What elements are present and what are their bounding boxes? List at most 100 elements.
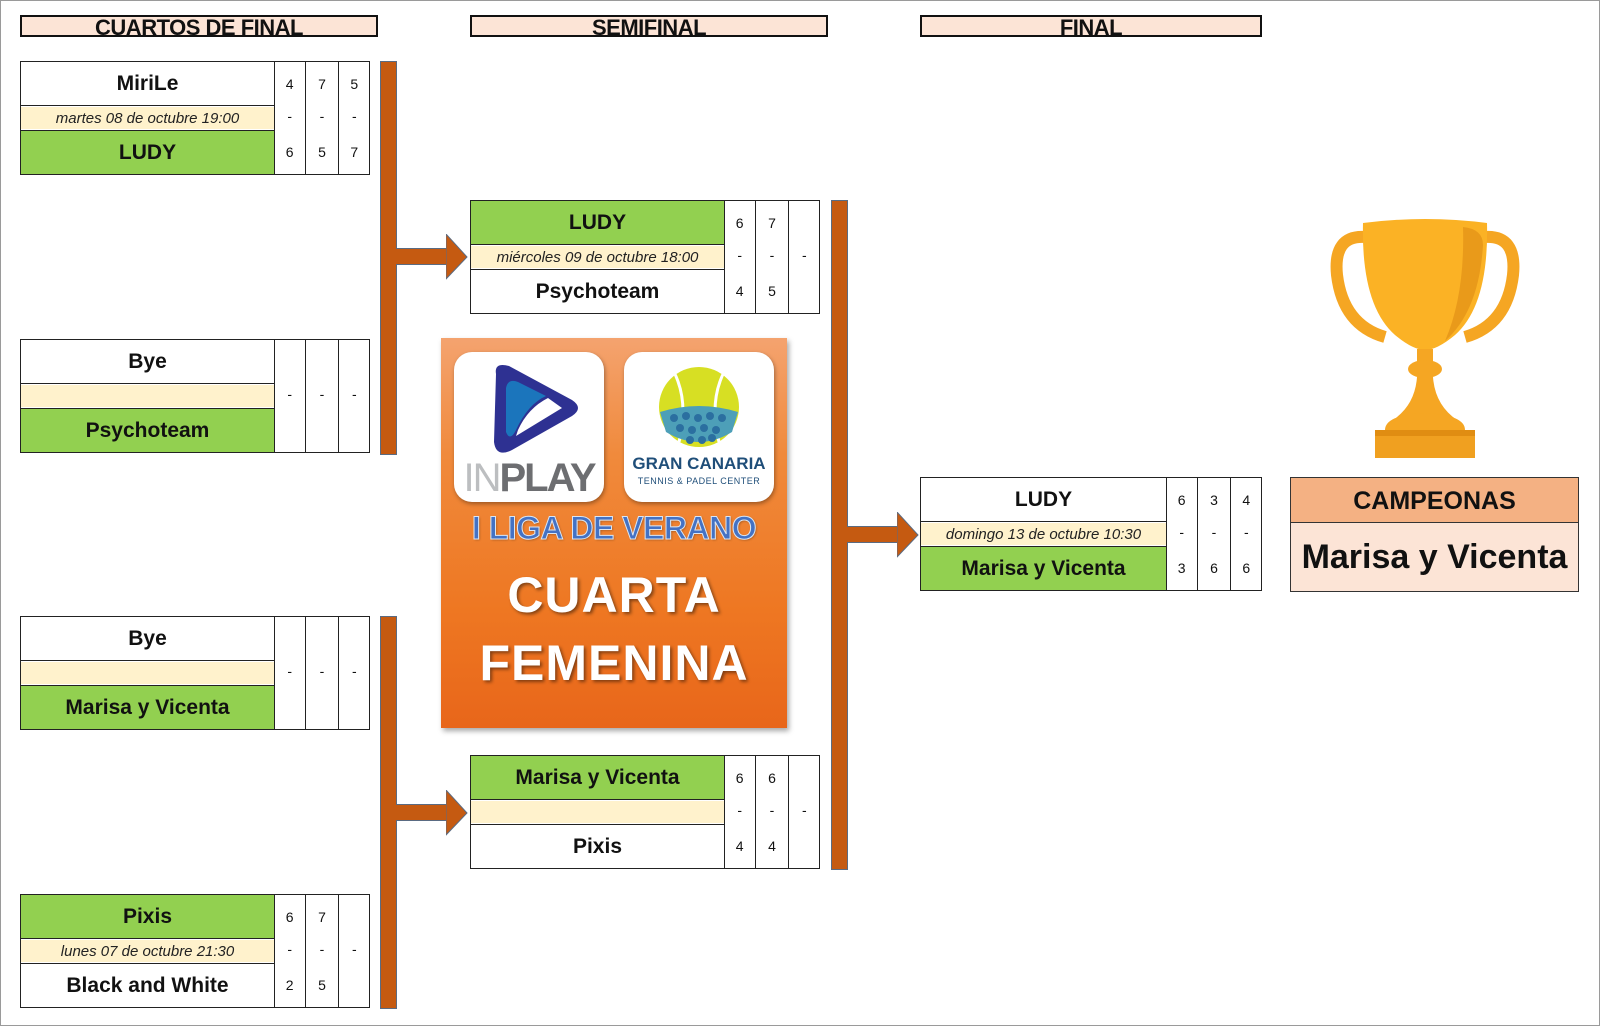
set-1: 6-3 — [1166, 478, 1199, 590]
score-top: 4 — [285, 76, 294, 92]
match-date — [21, 662, 274, 684]
score-top: 6 — [285, 909, 294, 925]
score-separator: - — [351, 941, 357, 957]
connector-bar-sf — [831, 200, 848, 870]
set-3: 4-6 — [1231, 478, 1262, 590]
score-separator: - — [1211, 524, 1217, 540]
match-date — [471, 801, 724, 823]
set-2: - — [306, 617, 339, 729]
score-top: 6 — [735, 215, 744, 231]
champion-label: CAMPEONAS — [1291, 478, 1578, 523]
set-3: - — [339, 340, 370, 452]
team-bottom: Pixis — [471, 824, 724, 868]
score-bottom: 4 — [768, 838, 776, 854]
score-separator: - — [769, 802, 775, 818]
set-2: 6 - 4 — [756, 756, 789, 868]
team-bottom: Psychoteam — [471, 269, 724, 313]
score-separator: - — [319, 386, 325, 402]
gran-canaria-subtitle: TENNIS & PADEL CENTER — [637, 476, 761, 486]
connector-bar-qf-bottom — [380, 616, 397, 1009]
match-date: domingo 13 de octubre 10:30 — [921, 523, 1166, 545]
inplay-wordmark: INPLAY — [463, 456, 596, 500]
score-bottom: 3 — [1177, 560, 1186, 576]
score-bottom: 2 — [285, 977, 294, 993]
match-date — [21, 385, 274, 407]
set-scores: --- — [274, 617, 370, 729]
league-logo-panel: INPLAY GRAN CANARIA TENNIS & PADEL CENTE… — [441, 338, 787, 728]
score-separator: - — [737, 802, 742, 818]
score-bottom: 6 — [1242, 560, 1251, 576]
score-bottom: 5 — [768, 283, 776, 299]
score-top: 6 — [1177, 492, 1186, 508]
round-header-quarterfinal: CUARTOS DE FINAL — [20, 15, 378, 37]
score-top: 5 — [350, 76, 359, 92]
team-bottom: LUDY — [21, 130, 274, 174]
connector-arm-qf-bottom — [396, 804, 448, 821]
set-3: - — [789, 201, 820, 313]
set-2: 7 - 5 — [756, 201, 789, 313]
set-scores: 6 - 4 7 - 5 - — [724, 201, 820, 313]
gran-canaria-name: GRAN CANARIA — [632, 454, 766, 473]
score-separator: - — [287, 108, 292, 124]
score-separator: - — [801, 247, 807, 263]
set-2: - — [306, 340, 339, 452]
champion-name: Marisa y Vicenta — [1301, 538, 1568, 576]
arrow-head-qf-bottom-icon — [446, 790, 468, 836]
score-top: 4 — [1242, 492, 1251, 508]
score-bottom: 6 — [1210, 560, 1218, 576]
team-top: LUDY — [921, 478, 1166, 522]
score-separator: - — [737, 247, 742, 263]
score-separator: - — [351, 386, 357, 402]
score-separator: - — [319, 108, 325, 124]
set-2: 3 - 6 — [1198, 478, 1231, 590]
set-3: - — [789, 756, 820, 868]
set-1: 6 - 4 — [724, 201, 757, 313]
round-header-semifinal: SEMIFINAL — [470, 15, 828, 37]
score-separator: - — [769, 247, 775, 263]
score-top: 7 — [768, 215, 776, 231]
team-bottom: Psychoteam — [21, 408, 274, 452]
team-bottom: Black and White — [21, 963, 274, 1007]
set-1: - — [274, 340, 307, 452]
tennis-ball-icon — [659, 367, 739, 447]
round-header-final: FINAL — [920, 15, 1262, 37]
set-1: 4-6 — [274, 62, 307, 174]
score-bottom: 4 — [735, 283, 744, 299]
score-top: 3 — [1210, 492, 1218, 508]
arrow-head-qf-top-icon — [446, 234, 468, 280]
match-date: martes 08 de octubre 19:00 — [21, 107, 274, 129]
score-separator: - — [287, 663, 292, 679]
score-top: 6 — [735, 770, 744, 786]
team-bottom: Marisa y Vicenta — [21, 685, 274, 729]
score-bottom: 7 — [350, 144, 359, 160]
category-line-2: FEMENINA — [479, 635, 749, 691]
score-bottom: 5 — [318, 144, 326, 160]
score-top: 7 — [318, 909, 326, 925]
play-icon — [494, 365, 578, 453]
match-date: miércoles 09 de octubre 18:00 — [471, 246, 724, 268]
set-2: 7-5 — [306, 62, 339, 174]
score-bottom: 4 — [735, 838, 744, 854]
gran-canaria-logo: GRAN CANARIA TENNIS & PADEL CENTER — [624, 352, 774, 502]
set-2: 7 - 5 — [306, 895, 339, 1007]
team-top: Pixis — [21, 895, 274, 939]
trophy-icon — [1330, 219, 1520, 458]
team-top: LUDY — [471, 201, 724, 245]
category-line-1: CUARTA — [507, 567, 721, 623]
connector-arm-sf — [847, 526, 899, 543]
score-separator: - — [319, 941, 325, 957]
score-top: 6 — [768, 770, 776, 786]
match-date: lunes 07 de octubre 21:30 — [21, 940, 274, 962]
connector-bar-qf-top — [380, 61, 397, 455]
score-bottom: 5 — [318, 977, 326, 993]
